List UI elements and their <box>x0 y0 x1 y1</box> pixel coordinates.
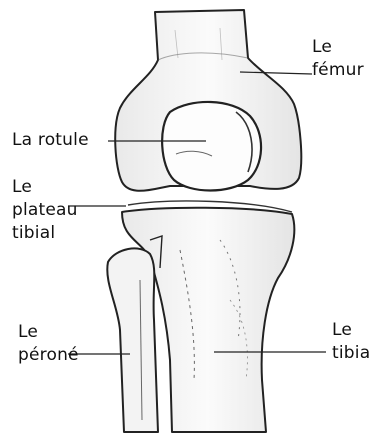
label-femur-line-1: Le <box>312 36 364 59</box>
label-tibia: Le tibia <box>332 319 370 365</box>
label-rotule: La rotule <box>12 129 89 152</box>
label-perone-line-1: Le <box>18 321 79 344</box>
label-tibia-line-1: Le <box>332 319 370 342</box>
label-perone: Le péroné <box>18 321 79 367</box>
rotule-bone <box>162 102 261 191</box>
label-perone-line-2: péroné <box>18 344 79 367</box>
label-tibia-line-2: tibia <box>332 342 370 365</box>
label-plateau-line-2: plateau <box>12 199 78 222</box>
label-femur-line-2: fémur <box>312 59 364 82</box>
label-plateau-line-1: Le <box>12 176 78 199</box>
label-rotule-line-1: La rotule <box>12 130 89 150</box>
perone-bone <box>107 248 158 432</box>
label-femur: Le fémur <box>312 36 364 82</box>
label-plateau: Le plateau tibial <box>12 176 78 245</box>
label-plateau-line-3: tibial <box>12 222 78 245</box>
